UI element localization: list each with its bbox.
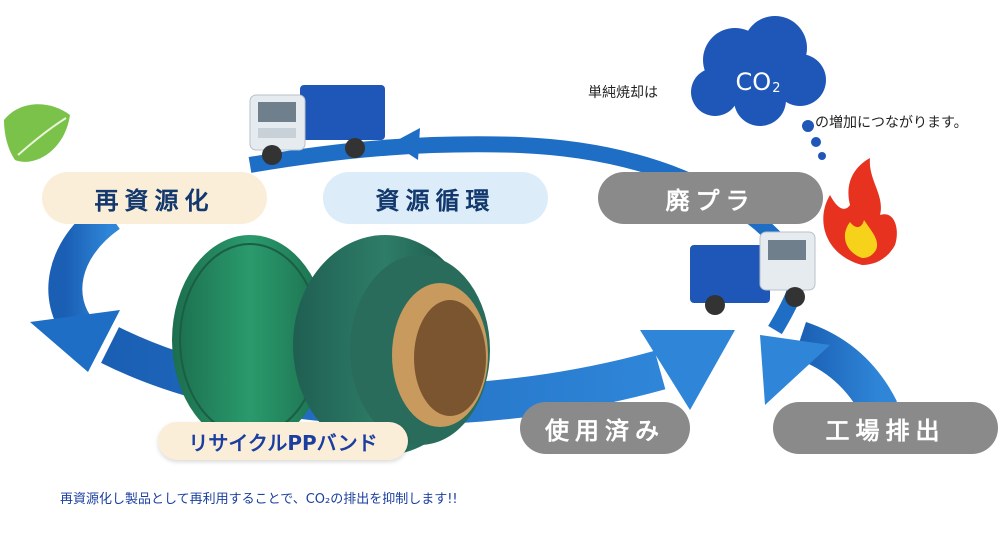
pp-band-label: リサイクルPPバンド <box>158 422 408 460</box>
bottom-note: 再資源化し製品として再利用することで、CO₂の排出を抑制します!! <box>60 492 458 507</box>
co2-note-prefix: 単純焼却は <box>588 85 658 101</box>
truck-icon <box>690 231 816 315</box>
recycle-label: 再資源化 <box>42 172 267 224</box>
waste-plastic-label: 廃プラ <box>598 172 823 224</box>
leaf-icon <box>4 104 70 162</box>
band-roll-icon <box>172 235 490 455</box>
flame-icon <box>823 158 897 265</box>
cloud-icon <box>691 16 826 160</box>
used-label: 使用済み <box>520 402 690 454</box>
factory-discharge-label: 工場排出 <box>773 402 998 454</box>
cycle-arrow-left <box>30 201 121 372</box>
co2-note-suffix: の増加につながります。 <box>815 115 968 131</box>
co2-subscript: 2 <box>772 80 781 96</box>
resource-cycle-label: 資源循環 <box>323 172 548 224</box>
co2-main: CO <box>735 68 772 96</box>
truck-icon <box>249 85 385 165</box>
